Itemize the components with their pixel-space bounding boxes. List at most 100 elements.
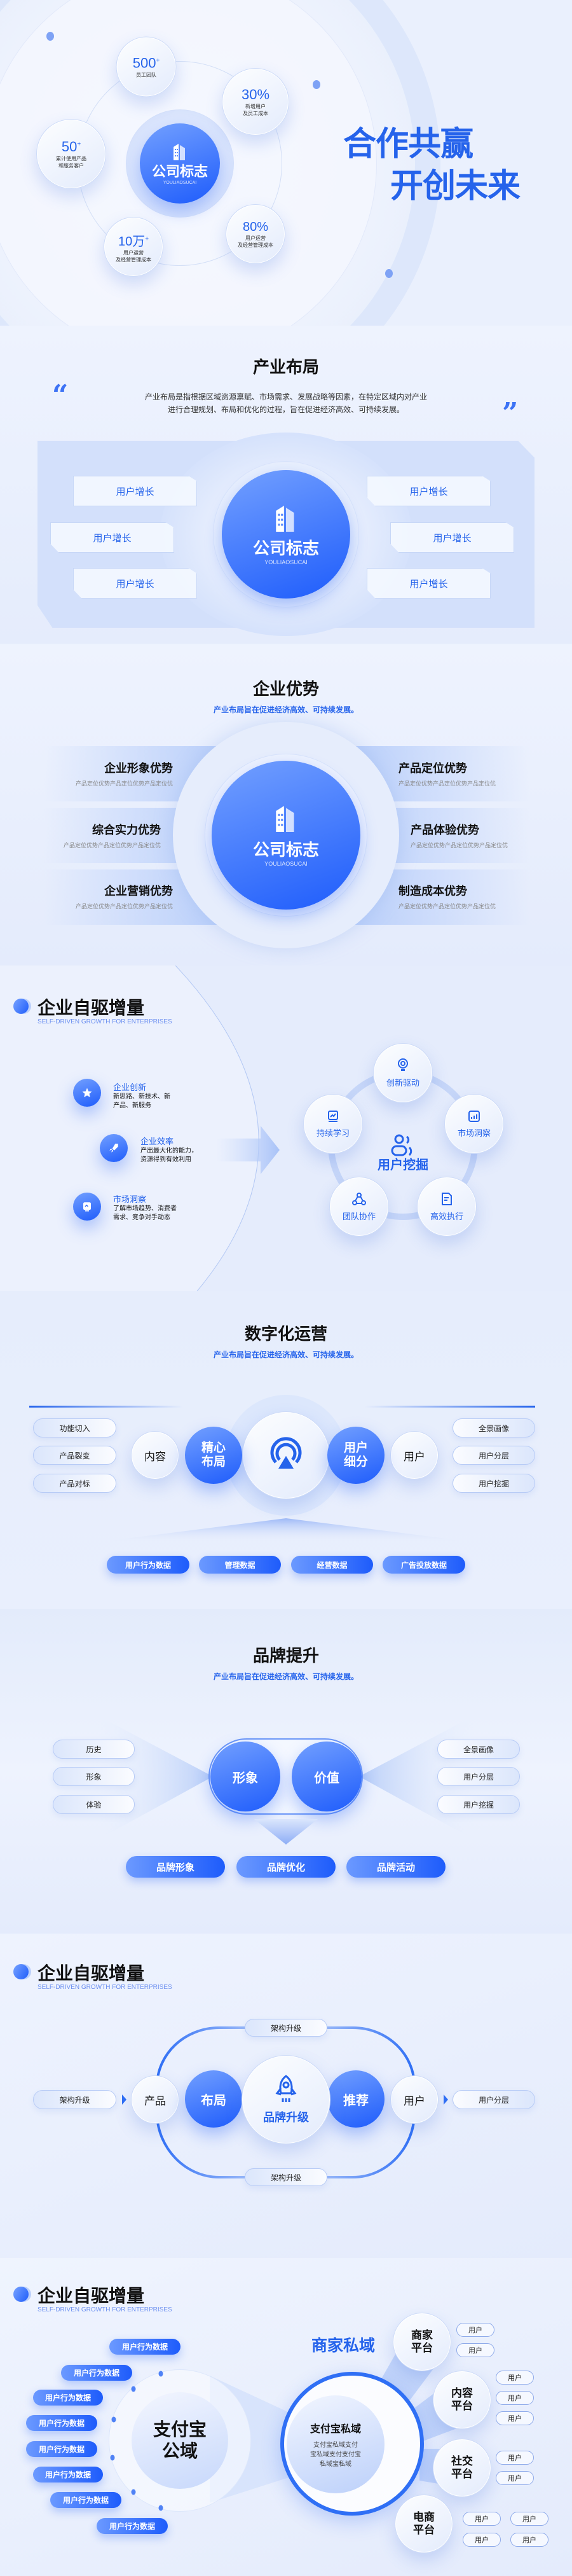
user-pill: 用户 (456, 2343, 494, 2357)
data-pill[interactable]: 用户行为数据 (61, 2365, 132, 2381)
ring-dot (110, 2455, 115, 2461)
user-pill: 用户 (496, 2471, 534, 2485)
data-pill[interactable]: 用户行为数据 (109, 2339, 180, 2355)
node-recommend: 推荐 (327, 2070, 385, 2128)
chevron-right-icon (122, 2095, 126, 2105)
learning-book-icon (328, 1110, 338, 1122)
data-button[interactable]: 经营数据 (291, 1556, 373, 1574)
stat-label: 及经营管理成本 (116, 256, 151, 263)
section-title: 产业布局 (252, 357, 320, 377)
advantage-desc: 产品定位优势产品定位优势产品定位优 (75, 903, 173, 910)
tag-user-growth: 用户增长 (367, 568, 491, 599)
stat-sup: + (145, 235, 149, 242)
platform-label: 平台 (451, 2468, 473, 2480)
node-label: 用户 (343, 1441, 368, 1455)
brand-button[interactable]: 品牌优化 (236, 1856, 336, 1878)
logo-sub: YOULIAOSUCAI (163, 180, 197, 185)
data-pill[interactable]: 用户行为数据 (50, 2492, 121, 2508)
stat-label: 用户运营 (123, 249, 144, 256)
pill-item: 全景画像 (453, 1418, 535, 1437)
paragraph-line: 进行合理规划、布局和优化的过程，旨在促进经济高效、可持续发展。 (167, 405, 405, 414)
pill-item: 功能切入 (33, 1418, 116, 1437)
user-pill: 用户 (496, 2451, 534, 2465)
advantage-title: 企业营销优势 (104, 885, 173, 897)
rocket-icon (275, 2075, 297, 2102)
stat-sup: + (77, 141, 81, 148)
growth-item-desc: 了解市场趋势、消费者 (113, 1205, 177, 1212)
stat-bubble: 30% 新增用户 及员工成本 (222, 68, 289, 135)
section-title: 数字化运营 (244, 1324, 328, 1343)
logo-sub: YOULIAOSUCAI (264, 558, 308, 565)
section-title: 企业自驱增量 (37, 1963, 145, 1983)
cycle-node-label: 持续学习 (316, 1128, 350, 1138)
cycle-node-label: 团队协作 (342, 1211, 376, 1221)
document-clock-icon (442, 1192, 452, 1205)
growth-item: 企业创新新思路、新技术、新产品、新服务 (113, 1081, 170, 1111)
pill-item: 用户挖掘 (453, 1474, 535, 1493)
growth-item-desc: 产品、新服务 (113, 1102, 151, 1109)
section-subtitle: 产业布局旨在促进经济高效、可持续发展。 (213, 1672, 359, 1681)
private-desc: 支付宝私域支付 (313, 2441, 358, 2449)
lightbulb-icon (398, 1058, 408, 1071)
stat-value: 500 (132, 55, 156, 71)
public-domain-circle: 支付宝公域 (132, 2392, 228, 2489)
rocket-icon (100, 1134, 128, 1162)
cycle-node-label: 创新驱动 (386, 1077, 419, 1088)
data-button[interactable]: 用户行为数据 (107, 1556, 189, 1574)
light-beam (95, 1518, 477, 1542)
data-pill[interactable]: 用户行为数据 (33, 2390, 103, 2406)
growth-item-desc: 资源得到有效利用 (140, 1156, 191, 1163)
stat-bubble: 50+ 累计使用产品 和服务客户 (36, 119, 106, 189)
user-pill: 用户 (510, 2512, 548, 2526)
pill-item: 架构升级 (245, 2019, 327, 2037)
node-precise-layout: 精心布局 (185, 1427, 242, 1484)
decor-dot (46, 32, 54, 41)
node-label: 精心 (201, 1441, 226, 1455)
advantage-desc: 产品定位优势产品定位优势产品定位优 (398, 903, 496, 910)
brand-circle-image: 形象 (210, 1742, 280, 1811)
user-pill: 用户 (456, 2323, 494, 2337)
logo-name: 公司标志 (252, 538, 319, 558)
data-button[interactable]: 广告投放数据 (383, 1556, 465, 1574)
brand-button[interactable]: 品牌形象 (126, 1856, 225, 1878)
ring-dot (131, 2386, 136, 2392)
pill-item: 形象 (53, 1767, 135, 1786)
user-pill: 用户 (463, 2533, 501, 2547)
data-pill[interactable]: 用户行为数据 (26, 2441, 97, 2457)
company-logo: 公司标志 YOULIAOSUCAI (222, 470, 350, 599)
section-title: 企业自驱增量 (37, 2286, 145, 2306)
chart-icon (468, 1110, 480, 1122)
stat-bubble: 80% 用户运营 及经营管理成本 (226, 204, 285, 264)
center-label: 品牌升级 (263, 2111, 309, 2124)
cycle-node-label: 市场洞察 (457, 1128, 491, 1138)
cycle-node: 创新驱动 (373, 1043, 433, 1103)
tag-user-growth: 用户增长 (50, 522, 174, 553)
cycle-node: 团队协作 (329, 1177, 389, 1236)
public-label: 支付宝 (153, 2420, 207, 2439)
monitor-icon (73, 1193, 101, 1221)
brand-button[interactable]: 品牌活动 (346, 1856, 446, 1878)
pill-item: 体验 (53, 1795, 135, 1814)
section-subtitle: SELF-DRIVEN GROWTH FOR ENTERPRISES (37, 2306, 172, 2313)
platform-label: 内容 (451, 2387, 473, 2399)
pill-item: 用户分层 (453, 2090, 535, 2109)
stat-sup: + (156, 57, 160, 65)
private-desc: 宝私域支付支付宝 (310, 2451, 361, 2458)
data-pill[interactable]: 用户行为数据 (26, 2415, 97, 2431)
team-icon (352, 1192, 366, 1205)
tag-user-growth: 用户增长 (73, 568, 197, 599)
logo-sub: YOULIAOSUCAI (264, 860, 308, 867)
growth-item: 市场洞察了解市场趋势、消费者需求、竞争对手动态 (113, 1193, 177, 1222)
data-pill[interactable]: 用户行为数据 (33, 2467, 103, 2483)
logo-name: 公司标志 (151, 163, 208, 179)
heading-dot-icon (13, 2287, 29, 2302)
tag-user-growth: 用户增长 (73, 476, 197, 506)
data-pill[interactable]: 用户行为数据 (97, 2518, 168, 2534)
data-button[interactable]: 管理数据 (199, 1556, 281, 1574)
growth-item-title: 市场洞察 (113, 1195, 147, 1204)
heading-dot-icon (13, 1964, 29, 1979)
user-pill: 用户 (496, 2371, 534, 2385)
ring-dot (111, 2416, 116, 2423)
logo-name: 公司标志 (252, 840, 319, 859)
